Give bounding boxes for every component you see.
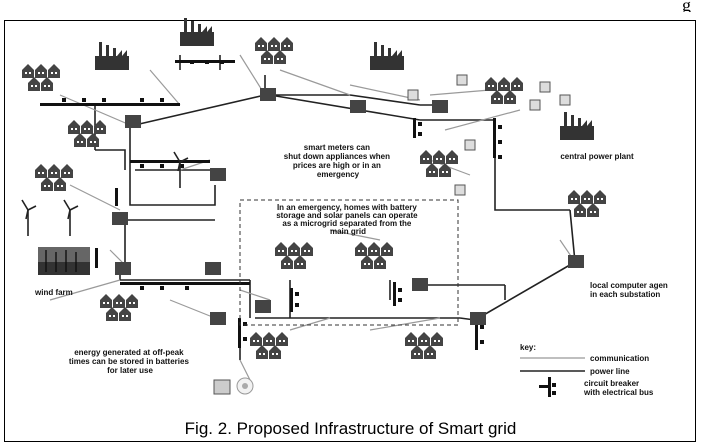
microgrid-label: In an emergency, homes with battery stor…	[276, 203, 420, 236]
local-computer-label: local computer agen in each substation	[590, 281, 670, 299]
legend-title: key:	[520, 343, 536, 352]
battery-storage-icon	[213, 377, 254, 395]
legend-power-line: power line	[590, 367, 630, 376]
energy-storage-label: energy generated at off-peak times can b…	[69, 348, 191, 375]
legend-breaker-swatch	[539, 377, 556, 397]
figure-caption: Fig. 2. Proposed Infrastructure of Smart…	[184, 419, 517, 438]
legend: key: communication power line circuit br…	[520, 343, 654, 397]
figure-frame	[4, 20, 696, 442]
smart-meters-label: smart meters can shut down appliances wh…	[284, 143, 392, 179]
residential-blocks	[22, 37, 606, 359]
communication-lines	[49, 54, 576, 381]
header-fragment: g	[682, 0, 691, 12]
legend-communication: communication	[590, 354, 649, 363]
microgrid-region	[239, 199, 459, 326]
substation-nodes	[112, 88, 584, 325]
wind-farm-label: wind farm	[34, 288, 73, 297]
legend-breaker: circuit breaker with electrical bus	[583, 379, 654, 397]
wind-farm-image	[38, 247, 90, 275]
central-power-plant-label: central power plant	[560, 152, 634, 161]
appliance-icons	[407, 74, 571, 196]
power-plants	[95, 18, 594, 140]
